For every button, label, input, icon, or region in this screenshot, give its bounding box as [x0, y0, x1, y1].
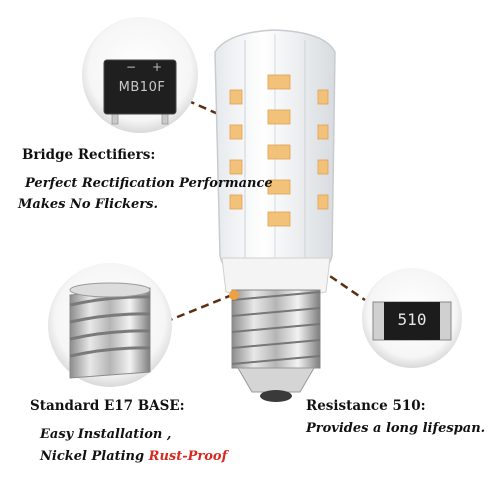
led-chips — [229, 74, 329, 227]
e17-base-closeup — [69, 282, 151, 379]
e17-base-line2-prefix: Nickel Plating — [40, 449, 149, 464]
bridge-rectifiers-heading: Bridge Rectifiers: — [22, 147, 156, 163]
resistor-chip — [372, 301, 452, 341]
rust-proof-accent: Rust-Proof — [148, 449, 228, 464]
e17-base-line2: Nickel Plating Rust-Proof — [40, 449, 227, 464]
e17-base-heading: Standard E17 BASE: — [30, 398, 185, 414]
led-bulb — [214, 29, 336, 402]
bridge-rectifiers-line1: Perfect Rectification Performance — [25, 176, 273, 191]
orange-dot-base — [229, 290, 239, 300]
resistor-marking: 510 — [397, 310, 427, 329]
bridge-rectifier-chip — [103, 59, 177, 125]
base-connector-line — [164, 293, 233, 324]
resistance-line1: Provides a long lifespan. — [306, 421, 486, 436]
chip-minus-label: − — [126, 60, 137, 74]
bridge-rectifiers-line2: Makes No Flickers. — [18, 197, 159, 212]
chip-plus-label: + — [152, 60, 163, 74]
chip-marking: MB10F — [118, 80, 166, 95]
e17-base-line1: Easy Installation , — [40, 427, 172, 442]
resistance-heading: Resistance 510: — [306, 398, 426, 414]
